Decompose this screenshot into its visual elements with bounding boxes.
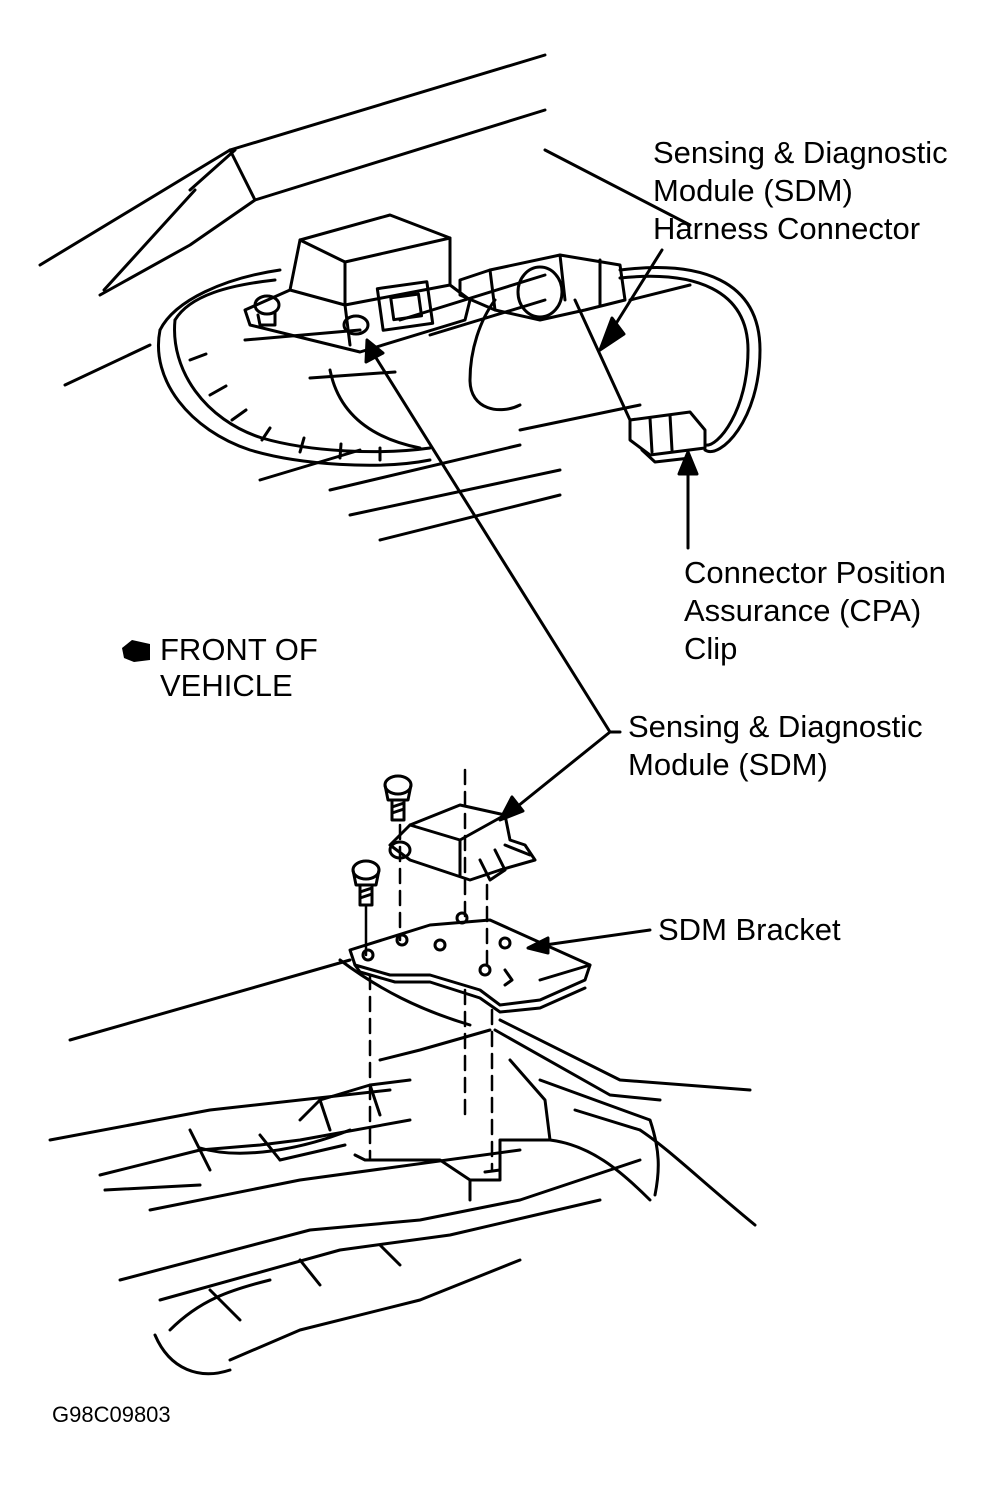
sdm-bracket-label: SDM Bracket xyxy=(658,912,841,947)
upper-floor-panel xyxy=(38,53,692,542)
sdm-label: Sensing & Diagnostic Module (SDM) xyxy=(628,708,923,784)
leader-bracket xyxy=(526,928,652,955)
leader-sdm xyxy=(364,338,622,822)
harness-connector-line-3: Harness Connector xyxy=(653,211,921,246)
mounting-dish xyxy=(157,268,432,467)
alignment-lines xyxy=(368,768,494,1172)
harness-connector-drawing xyxy=(458,253,762,453)
front-of-vehicle-label: FRONT OF VEHICLE xyxy=(160,632,318,704)
screw-lower xyxy=(351,859,381,907)
harness-connector-line-2: Module (SDM) xyxy=(653,173,853,208)
leader-cpa-clip xyxy=(677,450,699,550)
cpa-clip-label: Connector Position Assurance (CPA) Clip xyxy=(684,554,946,668)
sdm-line-2: Module (SDM) xyxy=(628,747,828,782)
front-direction-arrow-icon xyxy=(122,640,150,662)
cpa-clip-drawing xyxy=(628,410,707,464)
sdm-bracket-drawing xyxy=(348,911,592,1014)
figure-id: G98C09803 xyxy=(52,1402,171,1427)
front-of-vehicle-line-2: VEHICLE xyxy=(160,668,293,703)
screw-upper xyxy=(383,774,413,822)
cpa-clip-line-3: Clip xyxy=(684,631,738,666)
leader-harness-connector xyxy=(598,248,664,352)
harness-connector-label: Sensing & Diagnostic Module (SDM) Harnes… xyxy=(653,134,948,248)
front-of-vehicle-line-1: FRONT OF xyxy=(160,632,318,667)
sdm-line-1: Sensing & Diagnostic xyxy=(628,709,923,744)
cpa-clip-line-2: Assurance (CPA) xyxy=(684,593,922,628)
harness-connector-line-1: Sensing & Diagnostic xyxy=(653,135,948,170)
installed-sdm-module xyxy=(243,213,472,354)
lower-floor-panel xyxy=(48,958,757,1376)
cpa-clip-line-1: Connector Position xyxy=(684,555,946,590)
